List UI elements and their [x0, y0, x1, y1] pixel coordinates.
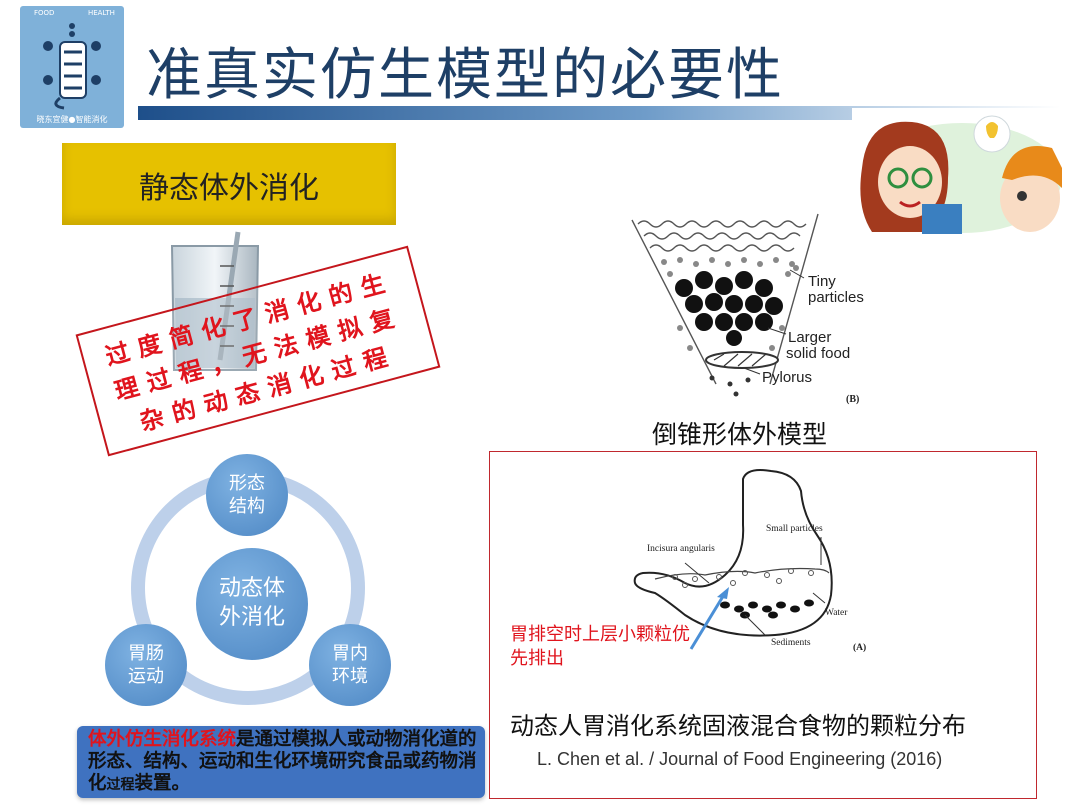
cone-label-larger: Larger — [788, 329, 831, 346]
digestive-tract-icon — [43, 23, 101, 110]
center-bubble: 动态体 外消化 — [196, 548, 308, 660]
logo-caption: 晓东宜健●智能消化 — [36, 115, 108, 124]
static-digestion-label-text: 静态体外消化 — [139, 171, 319, 206]
top-bubble-line-1: 形态 — [229, 472, 265, 494]
right-bubble-line-1: 胃内 — [332, 642, 368, 664]
dynamic-digestion-cycle: 动态体 外消化 形态 结构 胃肠 运动 胃内 环境 — [100, 448, 410, 720]
inverted-cone-diagram: Tiny particles Larger solid food Pylorus… — [631, 213, 864, 405]
top-bubble-line-2: 结构 — [229, 496, 265, 517]
definition-box: 体外仿生消化系统是通过模拟人或动物消化道的形态、结构、运动和生化环境研究食品或药… — [77, 726, 485, 798]
center-bubble-line-2: 外消化 — [218, 605, 285, 630]
cone-label-tiny: Tiny — [808, 273, 836, 290]
right-bubble-line-2: 环境 — [332, 666, 368, 687]
logo-tag-food: FOOD — [34, 9, 55, 17]
stomach-label-sediments: Sediments — [771, 638, 811, 648]
top-bubble: 形态 结构 — [206, 454, 288, 536]
cone-label-pylorus: Pylorus — [762, 369, 812, 386]
left-bubble-line-1: 胃肠 — [128, 642, 164, 664]
static-digestion-label: 静态体外消化 — [62, 143, 396, 225]
left-bubble-line-2: 运动 — [128, 666, 164, 687]
page-title: 准真实仿生模型的必要性 — [146, 43, 784, 108]
cone-label-particles: particles — [808, 289, 864, 306]
stomach-diagram: Small particles Incisura angularis Water… — [633, 469, 866, 653]
title-underline — [138, 106, 1060, 120]
citation: L. Chen et al. / Journal of Food Enginee… — [537, 749, 943, 769]
stomach-caption: 动态人胃消化系统固液混合食物的颗粒分布 — [510, 712, 966, 740]
center-bubble-line-1: 动态体 — [218, 576, 285, 602]
cone-panel-label: (B) — [846, 394, 859, 405]
definition-highlight: 体外仿生消化系统 — [88, 729, 237, 750]
cone-label-solid-food: solid food — [786, 345, 850, 362]
left-bubble: 胃肠 运动 — [105, 624, 187, 706]
definition-end: 装置。 — [134, 773, 191, 794]
stomach-label-small-particles: Small particles — [766, 524, 823, 534]
stomach-panel-label: (A) — [853, 642, 866, 653]
logo-tag-health: HEALTH — [88, 9, 115, 17]
gastric-emptying-note: 胃排空时上层小颗粒优先排出 — [510, 624, 690, 669]
beaker-icon — [170, 231, 260, 371]
cone-caption: 倒锥形体外模型 — [652, 420, 828, 449]
definition-text: 体外仿生消化系统是通过模拟人或动物消化道的形态、结构、运动和生化环境研究食品或药… — [88, 729, 480, 796]
definition-small: 过程 — [106, 777, 135, 793]
logo: FOOD HEALTH 晓东宜健●智能消化 — [20, 6, 124, 128]
right-bubble: 胃内 环境 — [309, 624, 391, 706]
stomach-label-incisura: Incisura angularis — [647, 544, 715, 554]
cartoon-teachers-image — [852, 108, 1062, 236]
definition-main: 是通过模拟人或动物消化道的形态、结构、运动和生化环境研究食品或药物消化 — [88, 729, 477, 794]
stomach-label-water: Water — [825, 608, 848, 618]
